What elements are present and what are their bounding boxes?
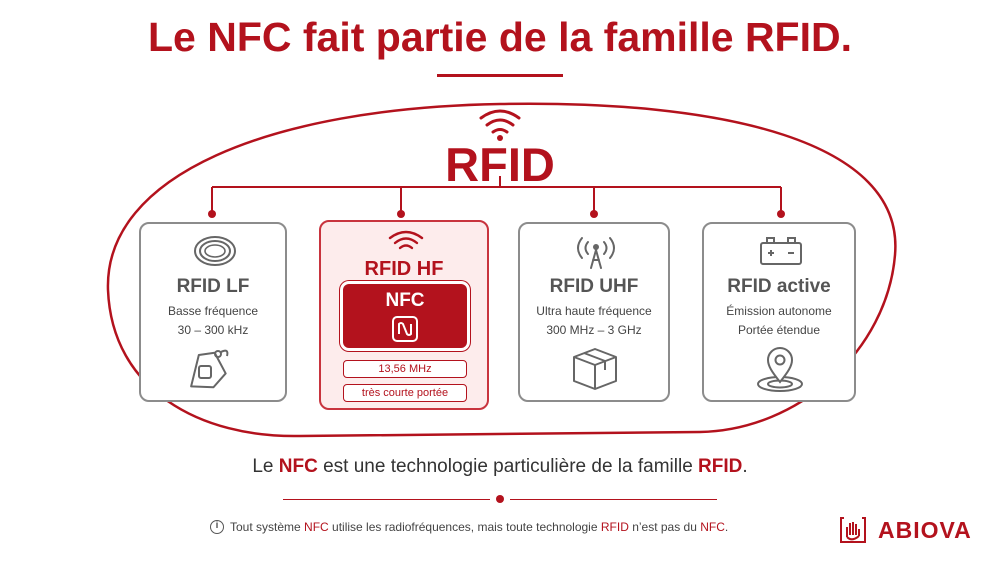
card-line: 30 – 300 kHz — [177, 323, 249, 337]
footnote-nfc: NFC — [700, 520, 725, 534]
logo-text: ABIOVA — [878, 516, 972, 543]
separator-right — [510, 499, 717, 500]
abiova-hand-icon — [840, 517, 866, 543]
antenna-icon — [577, 237, 615, 269]
page-title: Le NFC fait partie de la famille RFID. — [148, 14, 852, 60]
wifi-dot — [497, 135, 503, 141]
card-title: RFID active — [727, 276, 831, 297]
statement-text: est une technologie particulière de la f… — [317, 456, 699, 477]
nfc-badge: NFC — [343, 284, 467, 348]
wireless-signal-icon — [388, 230, 424, 250]
range-pill: très courte portée — [343, 384, 467, 402]
battery-icon — [760, 237, 802, 265]
card-line: Portée étendue — [737, 323, 821, 337]
summary-statement: Le NFC est une technologie particulière … — [0, 456, 1000, 478]
footnote-nfc: NFC — [304, 520, 329, 534]
nfc-label: NFC — [385, 290, 425, 311]
coil-tag-icon — [194, 236, 236, 266]
statement-rfid: RFID — [698, 456, 743, 477]
key-fob-icon — [190, 349, 229, 389]
rfid-family-outline — [106, 102, 897, 438]
branch-dot-hf — [397, 210, 405, 218]
separator-left — [283, 499, 490, 500]
card-title: RFID LF — [176, 276, 250, 297]
separator-dot — [496, 495, 504, 503]
card-rfid-lf: RFID LF Basse fréquence 30 – 300 kHz — [139, 222, 287, 402]
footnote-rfid: RFID — [600, 520, 629, 534]
card-rfid-uhf: RFID UHF Ultra haute fréquence 300 MHz –… — [518, 222, 670, 402]
statement-text: . — [742, 456, 748, 477]
location-pin-icon — [757, 347, 803, 392]
statement-text: Le — [252, 456, 279, 477]
frequency-pill: 13,56 MHz — [343, 360, 467, 378]
title-underline — [437, 74, 563, 77]
statement-nfc: NFC — [278, 456, 318, 477]
card-line: Ultra haute fréquence — [536, 304, 652, 318]
card-line: Émission autonome — [726, 304, 832, 318]
branch-dot-lf — [208, 210, 216, 218]
wifi-icon — [479, 109, 521, 134]
card-title: RFID HF — [364, 258, 444, 280]
nfc-n-icon — [392, 316, 418, 342]
abiova-logo: ABIOVA — [838, 515, 972, 545]
rfid-root-label: RFID — [445, 138, 555, 191]
card-line: 300 MHz – 3 GHz — [546, 323, 642, 337]
card-line: Basse fréquence — [167, 304, 259, 318]
footnote: Tout système NFC utilise les radiofréque… — [210, 520, 728, 534]
footnote-text: Tout système NFC utilise les radiofréque… — [230, 520, 729, 534]
card-rfid-hf: RFID HF NFC 13,56 MHz très courte portée — [319, 220, 489, 410]
card-title: RFID UHF — [549, 276, 639, 297]
card-rfid-active: RFID active Émission autonome Portée éte… — [702, 222, 856, 402]
info-icon — [210, 520, 224, 534]
package-box-icon — [573, 348, 617, 390]
branch-dot-active — [777, 210, 785, 218]
branch-dot-uhf — [590, 210, 598, 218]
